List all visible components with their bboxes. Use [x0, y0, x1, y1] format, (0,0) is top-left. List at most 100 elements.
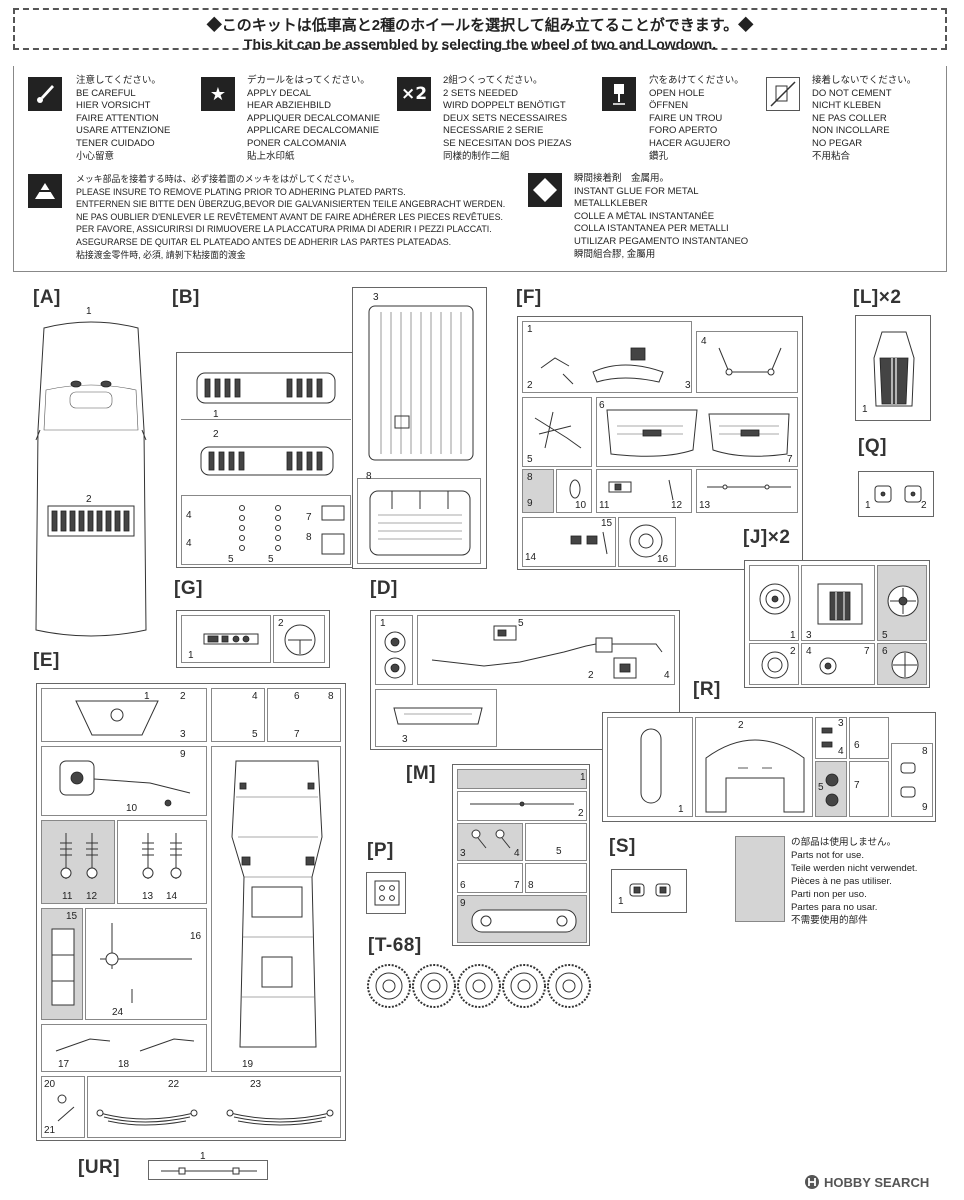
part-number: 24	[112, 1007, 124, 1018]
section-label-e: [E]	[33, 650, 60, 671]
not-used-note: の部品は使用しません。 Parts not for use. Teile wer…	[791, 837, 918, 926]
part-number: 15	[601, 518, 613, 529]
f-panel-10: 10	[556, 469, 592, 513]
part-number: 5	[527, 454, 533, 465]
d-panel-2-exhaust: 5 2 4	[417, 615, 675, 685]
section-label-s: [S]	[609, 836, 636, 857]
section-g-sprue: 1 2	[176, 610, 330, 668]
f-panel-4: 4	[696, 331, 798, 393]
section-j-sprue: 1 3 5 2 4 7 6	[744, 560, 930, 688]
r-panel-2: 2	[695, 717, 813, 817]
part-number: 3	[373, 292, 379, 303]
part-number: 11	[62, 891, 73, 902]
part-number: 1	[618, 896, 624, 907]
section-t68-tires	[366, 962, 596, 1010]
m-panel-5: 5	[525, 823, 587, 861]
part-number: 4	[664, 670, 670, 681]
m-panel-2: 2	[457, 791, 587, 821]
part-number: 2	[578, 808, 584, 819]
part-number: 19	[242, 1059, 254, 1070]
e-panel-6-8: 6 7 8	[267, 688, 341, 742]
section-label-t68: [T-68]	[368, 935, 422, 956]
m-panel-3-4-unused: 3 4	[457, 823, 523, 861]
part-number: 1	[144, 691, 150, 702]
section-f-sprue: 1 2 3 4 5 6 7 8 9 10 11 12 13 14	[517, 316, 803, 570]
m-panel-9-unused: 9	[457, 895, 587, 943]
e-panel-22-23-leaf-springs: 22 23	[87, 1076, 341, 1138]
part-number: 6	[294, 691, 300, 702]
part-number: 1	[865, 500, 871, 511]
section-label-m: [M]	[406, 763, 436, 784]
e-panel-1-3: 1 2 3	[41, 688, 207, 742]
section-label-b: [B]	[172, 287, 200, 308]
f-panel-1: 1 2 3	[522, 321, 692, 393]
section-b-sprue-left: 1 2 4 4 5 5 7 8	[176, 352, 354, 568]
small-parts-panel: 4 4 5 5 7 8	[181, 495, 351, 565]
f-panel-13: 13	[696, 469, 798, 513]
section-e-sprue: 1 2 3 4 5 6 7 8 9 10 11 12 13 14 15 16 2…	[36, 683, 346, 1141]
part-number: 2	[86, 494, 92, 505]
legend-apply-decal-text: デカールをはってください。 APPLY DECAL HEAR ABZIEHBIL…	[247, 75, 381, 162]
part-number: 10	[126, 803, 138, 814]
section-a-body: 1 2	[30, 306, 152, 638]
part-number: 12	[671, 500, 683, 511]
j-panel-3: 3	[801, 565, 875, 641]
part-number: 1	[862, 404, 868, 415]
part-number: 23	[250, 1079, 262, 1090]
tailgate-panel: 8	[357, 471, 481, 564]
part-number: 13	[142, 891, 154, 902]
part-number: 3	[402, 734, 408, 745]
legend-two-sets-text: 2組つくってください。 2 SETS NEEDED WIRD DOPPELT B…	[443, 75, 572, 162]
part-number: 10	[575, 500, 587, 511]
part-number: 3	[180, 729, 186, 740]
part-number: 8	[366, 471, 372, 482]
part-number: 8	[306, 532, 312, 543]
part-number: 20	[44, 1079, 56, 1090]
r-panel-6: 6	[849, 717, 889, 759]
legend-do-not-cement-text: 接着しないでください。 DO NOT CEMENT NICHT KLEBEN N…	[812, 75, 917, 162]
part-number: 2	[921, 500, 927, 511]
part-number: 4	[838, 746, 844, 757]
section-q-sprue: 1 2	[858, 471, 934, 517]
e-panel-13-14: 13 14	[117, 820, 207, 904]
part-number: 12	[86, 891, 98, 902]
part-number: 1	[580, 772, 586, 783]
unused-parts-swatch	[735, 836, 785, 922]
part-number: 14	[166, 891, 178, 902]
part-number: 5	[518, 618, 524, 629]
part-number: 5	[252, 729, 258, 740]
g-panel-1: 1	[181, 615, 271, 663]
title-banner: ◆このキットは低車高と2種のホイールを選択して組み立てることができます。◆ Th…	[13, 8, 947, 52]
part-number: 8	[922, 746, 928, 757]
e-panel-9-10: 9 10	[41, 746, 207, 816]
e-panel-11-12-unused: 11 12	[41, 820, 115, 904]
part-number: 9	[460, 898, 466, 909]
no-glue-icon	[766, 77, 800, 111]
e-panel-15-unused: 15	[41, 908, 83, 1020]
part-number: 17	[58, 1059, 70, 1070]
g-panel-2: 2	[273, 615, 325, 663]
section-label-a: [A]	[33, 287, 61, 308]
symbol-legend: 注意してください。 BE CAREFUL HIER VORSICHT FAIRE…	[13, 66, 947, 272]
part-number: 9	[922, 802, 928, 813]
part-number: 15	[66, 911, 78, 922]
banner-english: This kit can be assembled by selecting t…	[243, 36, 717, 52]
section-p-sprue	[366, 872, 406, 914]
j-panel-2: 2	[749, 643, 799, 685]
e-panel-4-5: 4 5	[211, 688, 265, 742]
section-label-p: [P]	[367, 840, 394, 861]
d-panel-3: 3	[375, 689, 497, 747]
part-number: 8	[528, 880, 534, 891]
e-panel-16-24: 16 24	[85, 908, 207, 1020]
part-number: 6	[460, 880, 466, 891]
r-panel-7: 7	[849, 761, 889, 817]
instant-glue-icon	[528, 173, 562, 207]
section-label-r: [R]	[693, 679, 721, 700]
watermark: HOBBY SEARCH	[804, 1174, 929, 1190]
part-number: 11	[599, 500, 610, 511]
part-number: 5	[228, 554, 234, 565]
section-l-sprue: 1	[855, 315, 931, 421]
part-number: 2	[278, 618, 284, 629]
part-number: 5	[818, 782, 824, 793]
r-panel-8-9: 8 9	[891, 743, 933, 817]
